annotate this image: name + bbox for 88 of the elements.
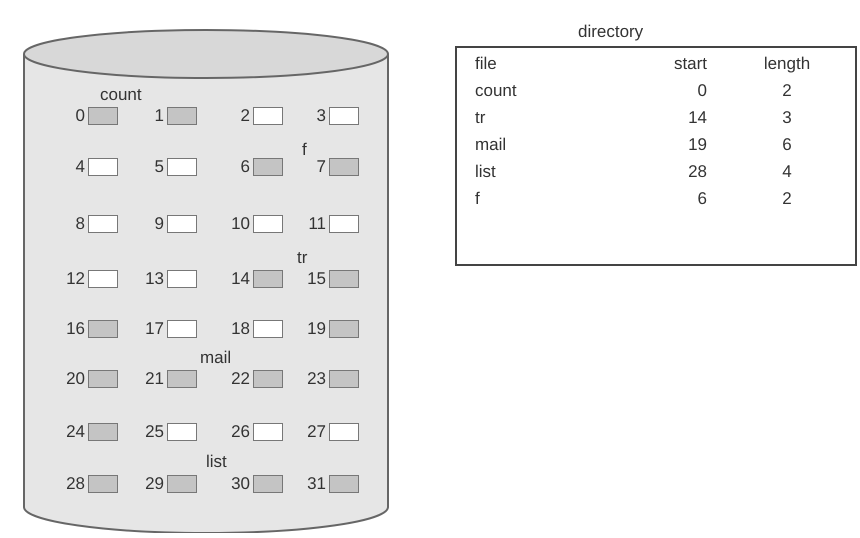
- column-header: length: [762, 54, 812, 74]
- disk-block: [329, 107, 359, 125]
- block-number: 30: [230, 474, 250, 494]
- block-number: 22: [230, 369, 250, 389]
- file-name-label: f: [302, 140, 307, 160]
- disk-block: [253, 475, 283, 493]
- table-heading: directory: [578, 22, 644, 42]
- block-number: 20: [65, 369, 85, 389]
- block-number: 6: [240, 157, 250, 177]
- table-cell-text: list: [475, 162, 497, 182]
- block-number: 25: [144, 422, 164, 442]
- block-number: 8: [74, 214, 85, 234]
- disk-block: [253, 270, 283, 288]
- disk-block: [253, 158, 283, 176]
- block-number: 29: [144, 474, 164, 494]
- disk-block: [253, 107, 283, 125]
- disk-block: [167, 320, 197, 338]
- block-number: 11: [307, 214, 326, 234]
- block-number: 4: [74, 157, 85, 177]
- table-cell-text: 19: [687, 135, 707, 155]
- table-cell-text: 4: [781, 162, 793, 182]
- disk-block: [329, 475, 359, 493]
- block-number: 21: [144, 369, 164, 389]
- table-cell-text: 2: [781, 189, 793, 209]
- disk-block: [253, 370, 283, 388]
- disk-block: [88, 370, 118, 388]
- block-number: 16: [65, 319, 85, 339]
- block-number: 19: [306, 319, 326, 339]
- column-header: start: [672, 54, 707, 74]
- column-header: file: [475, 54, 498, 74]
- block-number: 12: [65, 269, 85, 289]
- block-number: 18: [230, 319, 250, 339]
- block-number: 26: [230, 422, 250, 442]
- disk-block: [167, 370, 197, 388]
- block-number: 7: [316, 157, 326, 177]
- disk-block: [88, 158, 118, 176]
- disk-block: [329, 320, 359, 338]
- block-number: 3: [316, 106, 326, 126]
- block-number: 23: [306, 369, 326, 389]
- block-number: 28: [65, 474, 85, 494]
- disk-block: [253, 320, 283, 338]
- disk-block: [88, 270, 118, 288]
- table-cell-text: 28: [687, 162, 707, 182]
- disk-block: [88, 475, 118, 493]
- block-number: 17: [144, 319, 164, 339]
- disk-block: [88, 320, 118, 338]
- disk-block: [88, 423, 118, 441]
- disk-block: [253, 215, 283, 233]
- block-number: 5: [154, 157, 164, 177]
- block-number: 15: [306, 269, 326, 289]
- block-number: 24: [65, 422, 85, 442]
- table-cell-text: 6: [696, 189, 707, 209]
- disk-block: [167, 158, 197, 176]
- table-cell-text: count: [475, 81, 518, 101]
- disk-block: [88, 215, 118, 233]
- disk-block: [167, 215, 197, 233]
- disk-block: [167, 475, 197, 493]
- file-name-label: tr: [297, 248, 308, 268]
- file-name-label: list: [206, 452, 227, 472]
- table-cell-text: f: [475, 189, 481, 209]
- file-name-label: count: [100, 85, 142, 105]
- block-number: 27: [306, 422, 326, 442]
- disk-block: [329, 215, 359, 233]
- block-number: 10: [230, 214, 250, 234]
- disk-block: [329, 423, 359, 441]
- file-name-label: mail: [200, 348, 232, 368]
- block-number: 31: [306, 474, 326, 494]
- table-cell-text: mail: [475, 135, 508, 155]
- table-cell-text: 2: [781, 81, 793, 101]
- disk-block: [329, 158, 359, 176]
- disk-block: [167, 107, 197, 125]
- table-cell-text: 0: [696, 81, 707, 101]
- disk-block: [167, 270, 197, 288]
- block-number: 2: [240, 106, 250, 126]
- table-cell-text: tr: [475, 108, 486, 128]
- table-cell-text: 6: [781, 135, 793, 155]
- disk-block: [88, 107, 118, 125]
- block-number: 9: [154, 214, 164, 234]
- disk-block: [253, 423, 283, 441]
- disk-block: [329, 270, 359, 288]
- block-number: 0: [74, 106, 85, 126]
- table-cell-text: 3: [781, 108, 793, 128]
- block-number: 13: [144, 269, 164, 289]
- disk-block: [329, 370, 359, 388]
- block-number: 1: [154, 106, 164, 126]
- disk-block: [167, 423, 197, 441]
- table-cell-text: 14: [687, 108, 707, 128]
- block-number: 14: [230, 269, 250, 289]
